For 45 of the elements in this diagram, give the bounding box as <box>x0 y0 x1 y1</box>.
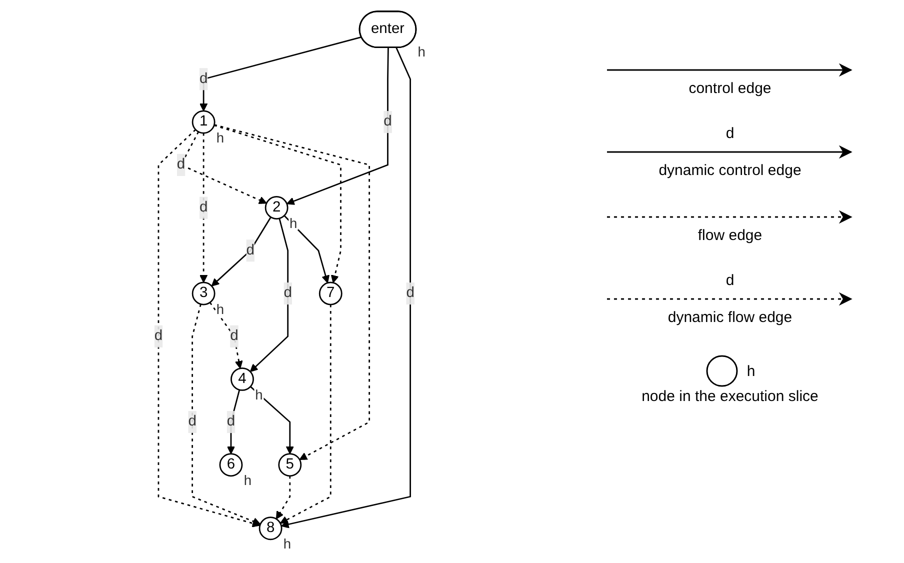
label: d <box>726 125 734 142</box>
node-annotation: h <box>216 129 224 146</box>
arrow <box>281 48 412 528</box>
node-annotation: h <box>418 44 426 60</box>
arrow <box>214 124 370 460</box>
node-circle: 6 <box>219 453 243 477</box>
node-annotation: h <box>216 300 224 317</box>
arrow <box>250 218 289 372</box>
edge-label: d <box>200 70 208 87</box>
node-circle: 3 <box>192 282 216 306</box>
arrow <box>211 216 272 286</box>
legend-text: dynamic flow edge <box>668 309 792 326</box>
edge-label: d <box>154 328 163 344</box>
node-annotation: h <box>244 472 252 488</box>
edge-label: d <box>284 285 292 301</box>
node-circle: 7 <box>318 282 342 306</box>
node-circle: 1 <box>192 110 216 134</box>
legend-text: node in the execution slice <box>642 388 818 405</box>
arrow <box>209 302 243 369</box>
node-annotation: h <box>284 536 292 552</box>
arrow <box>200 36 362 112</box>
node-circle: 4 <box>230 367 254 391</box>
label: d <box>726 272 734 289</box>
edge-label: d <box>406 285 414 301</box>
edge-label: d <box>188 414 196 430</box>
legend-text: control edge <box>688 80 772 97</box>
arrow <box>280 304 332 524</box>
arrow <box>158 129 260 528</box>
node-circle: 2 <box>264 196 288 220</box>
edge-label: d <box>200 199 208 216</box>
edge-label: d <box>176 156 186 172</box>
arrow <box>226 390 240 454</box>
edge-label: d <box>230 328 238 344</box>
edge-label: d <box>246 242 254 258</box>
arrow <box>286 48 389 205</box>
legend-text: dynamic control edge <box>658 162 802 179</box>
node-circle: 5 <box>278 453 302 477</box>
arrow <box>192 304 261 526</box>
legend-text: flow edge <box>698 227 762 244</box>
edge-label: d <box>384 114 392 130</box>
edge-label: d <box>226 414 236 430</box>
arrow <box>200 133 208 283</box>
node-annotation: h <box>746 362 756 380</box>
node-circle: 8 <box>258 516 282 540</box>
arrow <box>276 476 291 520</box>
